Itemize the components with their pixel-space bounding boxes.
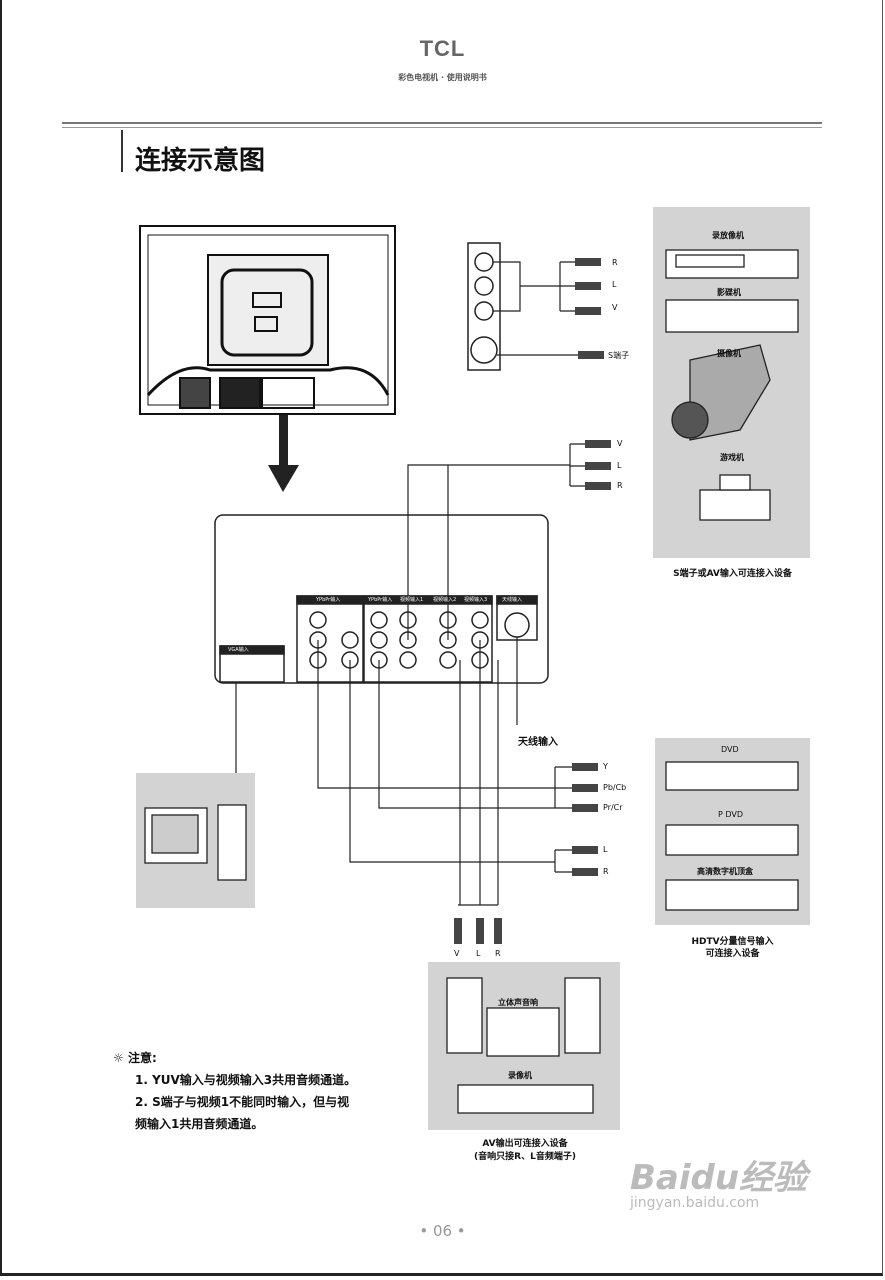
panel-label-video1: 视频输入1 <box>400 597 424 603</box>
cables <box>235 261 585 906</box>
device-label-vcr: 录放像机 <box>712 231 744 240</box>
hdtv-caption-line1: HDTV分量信号输入 <box>691 937 774 947</box>
rca-plug <box>572 868 598 876</box>
header-subtitle: 彩色电视机 · 使用说明书 <box>398 73 487 82</box>
panel-jack <box>399 651 417 669</box>
notes-heading: 注意: <box>127 1051 157 1065</box>
panel-jack <box>471 611 489 629</box>
av-devices-caption: S端子或AV输入可连接入设备 <box>673 569 792 579</box>
rca-plug <box>575 282 601 290</box>
panel-label-video2: 视频输入2 <box>433 597 457 603</box>
device-label-set-top-box: 高清数字机顶盒 <box>697 867 753 876</box>
rca-plug <box>585 462 611 470</box>
device-label-stereo: 立体声音响 <box>498 998 538 1007</box>
panel-label-ypbpr-2: YPbPr输入 <box>368 597 393 603</box>
rca-plug <box>575 307 601 315</box>
device-label-vcd: 影碟机 <box>717 288 741 297</box>
panel-label-antenna: 天线输入 <box>502 597 523 603</box>
panel-label-video3: 视频输入3 <box>464 597 488 603</box>
rca-plug <box>572 804 598 812</box>
panel-jack-groups <box>219 595 538 683</box>
page-title: 连接示意图 <box>135 146 266 176</box>
rca-plug <box>585 482 611 490</box>
antenna-input-label: 天线输入 <box>518 737 558 748</box>
arrow-down-icon <box>268 415 299 492</box>
device-label-p-dvd: P DVD <box>718 810 744 819</box>
rca-plug <box>578 351 604 359</box>
component-label-pb: Pb/Cb <box>603 783 627 792</box>
audio-label-r: R <box>603 867 609 876</box>
panel-jack <box>370 611 388 629</box>
av-jack-label-r: R <box>617 481 623 490</box>
header-rule-thin <box>62 127 822 128</box>
note-item: 2. S端子与视频1不能同时输入，但与视 <box>135 1095 350 1109</box>
av-jack-label-l: L <box>617 461 622 470</box>
panel-jack <box>341 631 359 649</box>
panel-label-ypbpr: YPbPr输入 <box>316 597 341 603</box>
rca-plug <box>494 918 502 944</box>
watermark-url: jingyan.baidu.com <box>630 1195 760 1211</box>
output-caption-line1: AV输出可连接入设备 <box>482 1139 568 1149</box>
header-rule <box>62 122 822 124</box>
watermark-logo: Baidu经验 <box>630 1158 808 1198</box>
s-video-jack-strip <box>467 242 501 371</box>
rca-plug <box>572 784 598 792</box>
av-jack-label-v: V <box>617 439 623 448</box>
sun-icon: ☼ <box>113 1051 124 1065</box>
rca-plugs <box>454 258 611 944</box>
page-number: • 06 • <box>419 1222 466 1240</box>
device-label-vcr-output: 录像机 <box>508 1071 532 1080</box>
title-bar <box>121 130 123 172</box>
notes-section: ☼ 注意: 1. YUV输入与视频输入3共用音频通道。 2. S端子与视频1不能… <box>113 1047 356 1135</box>
audio-label-l: L <box>603 845 608 854</box>
baidu-watermark: Baidu经验 jingyan.baidu.com <box>630 1150 807 1211</box>
panel-jack <box>309 611 327 629</box>
output-label-l: L <box>476 949 481 958</box>
rca-plug <box>575 258 601 266</box>
rca-plug <box>454 918 462 944</box>
rca-plug <box>572 846 598 854</box>
hdtv-caption-line2: 可连接入设备 <box>705 949 760 959</box>
panel-jack <box>370 631 388 649</box>
output-caption-line2: (音响只接R、L音频端子) <box>474 1152 576 1162</box>
component-label-y: Y <box>603 762 608 771</box>
s-jack-label-v: V <box>612 303 618 312</box>
rca-plug <box>476 918 484 944</box>
s-jack-label-s: S端子 <box>608 351 630 360</box>
device-label-camcorder: 摄像机 <box>717 349 741 358</box>
rca-plug <box>572 763 598 771</box>
output-label-r: R <box>495 949 501 958</box>
panel-label-vga: VGA输入 <box>228 647 249 653</box>
output-label-v: V <box>454 949 460 958</box>
device-label-dvd: DVD <box>721 745 739 754</box>
panel-jack <box>439 651 457 669</box>
s-jack-label-r: R <box>612 258 618 267</box>
device-label-game-console: 游戏机 <box>720 453 744 462</box>
tv-back-illustration <box>139 225 396 415</box>
component-label-pr: Pr/Cr <box>603 803 623 812</box>
note-item: 频输入1共用音频通道。 <box>135 1117 264 1131</box>
tcl-logo: TCL <box>419 36 466 61</box>
note-item: 1. YUV输入与视频输入3共用音频通道。 <box>135 1073 357 1087</box>
device-illustrations <box>144 249 799 1114</box>
rca-plug <box>585 440 611 448</box>
s-jack-label-l: L <box>612 280 617 289</box>
